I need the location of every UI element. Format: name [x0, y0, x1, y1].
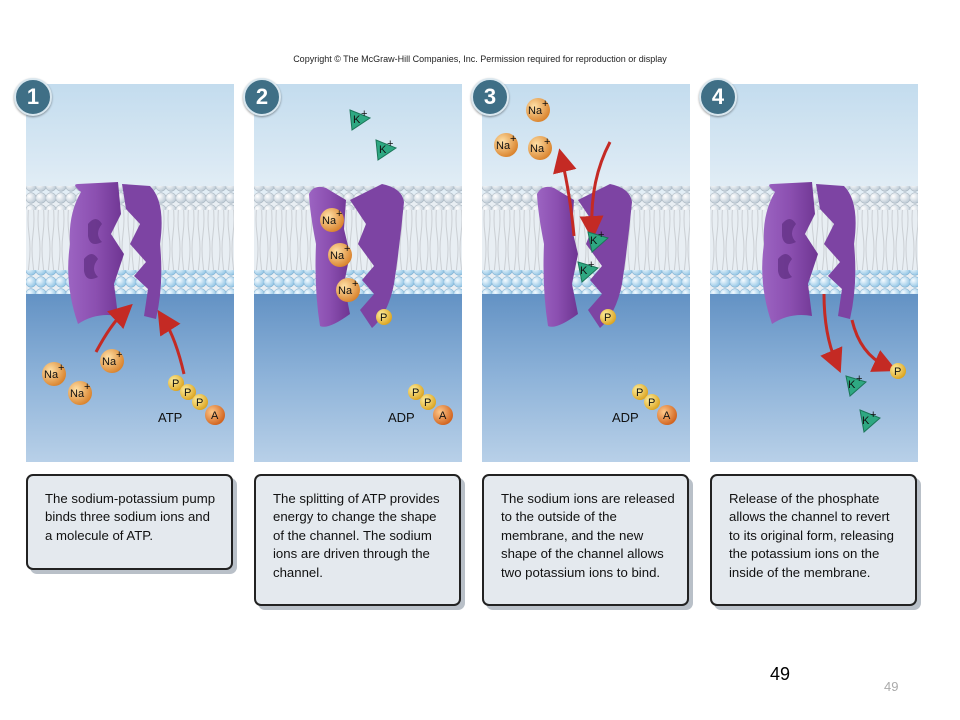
svg-text:P: P — [196, 397, 203, 409]
na-binding-arrow — [94, 303, 133, 353]
panel-1-illustration: Na+ Na+ Na+ P P P A ATP — [26, 84, 234, 462]
sodium-ion: Na+ — [526, 98, 550, 122]
svg-text:+: + — [542, 98, 548, 110]
copyright-notice: Copyright © The McGraw-Hill Companies, I… — [293, 54, 667, 64]
svg-text:P: P — [648, 397, 655, 409]
svg-text:P: P — [184, 387, 191, 399]
svg-text:+: + — [344, 243, 350, 255]
atp-binding-arrow — [157, 309, 186, 375]
sodium-ion: Na+ — [100, 349, 124, 373]
svg-text:K: K — [848, 379, 856, 391]
potassium-ion: K+ — [577, 259, 600, 283]
phosphate: P — [376, 309, 392, 325]
svg-text:P: P — [380, 312, 387, 324]
svg-text:K: K — [590, 235, 598, 247]
panel-4-illustration: K+ K+ P — [710, 84, 918, 462]
svg-text:K: K — [862, 415, 870, 427]
svg-text:+: + — [352, 278, 358, 290]
svg-text:K: K — [580, 265, 588, 277]
svg-text:+: + — [544, 136, 550, 148]
potassium-ion: K+ — [375, 138, 398, 161]
pump-protein — [68, 182, 162, 324]
svg-text:+: + — [58, 362, 64, 374]
k-release-arrow — [820, 293, 843, 374]
sodium-ion: Na+ — [528, 136, 552, 160]
sodium-ion: Na+ — [494, 133, 518, 157]
svg-text:+: + — [510, 133, 516, 145]
svg-text:P: P — [636, 387, 643, 399]
svg-text:+: + — [598, 229, 604, 241]
svg-text:ATP: ATP — [158, 410, 182, 425]
svg-text:P: P — [172, 378, 179, 390]
adp-molecule: P P A ADP — [612, 384, 677, 425]
svg-text:ADP: ADP — [612, 410, 639, 425]
atp-molecule: P P P A ATP — [158, 375, 225, 425]
svg-text:+: + — [336, 208, 342, 220]
na-release-arrow — [553, 148, 577, 237]
caption-step-4: Release of the phosphate allows the chan… — [710, 474, 917, 606]
potassium-ion: K+ — [859, 409, 881, 433]
caption-step-2: The splitting of ATP provides energy to … — [254, 474, 461, 606]
step-badge-3: 3 — [471, 78, 509, 116]
k-entry-arrow — [579, 141, 612, 240]
svg-text:Na: Na — [70, 388, 85, 400]
step-badge-4: 4 — [699, 78, 737, 116]
panel-2-illustration: K+ K+ Na+ Na+ Na+ P P P A ADP — [254, 84, 462, 462]
svg-text:P: P — [894, 366, 901, 378]
svg-text:Na: Na — [102, 356, 117, 368]
svg-text:+: + — [856, 373, 862, 385]
svg-text:K: K — [379, 144, 387, 156]
panel-3-illustration: Na+ Na+ Na+ K+ K+ P P P A ADP — [482, 84, 690, 462]
sodium-ion: Na+ — [336, 278, 360, 302]
sodium-ion: Na+ — [328, 243, 352, 267]
svg-text:Na: Na — [496, 140, 511, 152]
sodium-ion: Na+ — [320, 208, 344, 232]
svg-text:+: + — [387, 138, 393, 150]
phosphate: P — [600, 309, 616, 325]
svg-text:P: P — [424, 397, 431, 409]
svg-text:Na: Na — [322, 215, 337, 227]
svg-text:K: K — [353, 114, 361, 126]
caption-step-1: The sodium-potassium pump binds three so… — [26, 474, 233, 570]
svg-text:ADP: ADP — [388, 410, 415, 425]
svg-text:Na: Na — [528, 105, 543, 117]
svg-text:Na: Na — [330, 250, 345, 262]
svg-text:A: A — [439, 410, 447, 422]
pump-protein — [762, 182, 856, 324]
svg-text:P: P — [604, 312, 611, 324]
potassium-ion: K+ — [845, 373, 868, 397]
svg-text:+: + — [361, 108, 367, 120]
svg-text:Na: Na — [338, 285, 353, 297]
adp-molecule: P P A ADP — [388, 384, 453, 425]
step-badge-2: 2 — [243, 78, 281, 116]
svg-text:+: + — [870, 409, 876, 421]
svg-text:Na: Na — [44, 369, 59, 381]
svg-text:+: + — [84, 381, 90, 393]
svg-text:A: A — [211, 410, 219, 422]
sodium-ion: Na+ — [42, 362, 66, 386]
svg-text:A: A — [663, 410, 671, 422]
caption-step-3: The sodium ions are released to the outs… — [482, 474, 689, 606]
sodium-ion: Na+ — [68, 381, 92, 405]
svg-text:Na: Na — [530, 143, 545, 155]
phosphate-release-arrow — [850, 319, 897, 372]
svg-text:+: + — [588, 259, 594, 271]
svg-text:+: + — [116, 349, 122, 361]
step-badge-1: 1 — [14, 78, 52, 116]
slide-page-number: 49 — [770, 664, 791, 684]
slide-page-number-faint: 49 — [884, 679, 899, 694]
svg-text:P: P — [412, 387, 419, 399]
potassium-ion: K+ — [587, 229, 610, 253]
potassium-ion: K+ — [349, 108, 372, 131]
phosphate: P — [890, 363, 906, 379]
